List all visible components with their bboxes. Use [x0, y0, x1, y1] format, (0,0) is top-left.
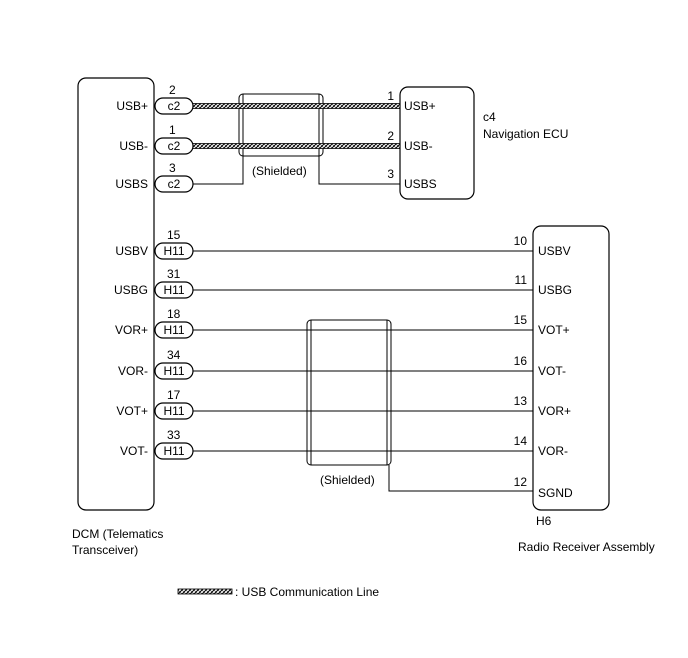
dcm-h11-5-connector [154, 402, 194, 420]
dcm-pin: 15 [167, 228, 181, 242]
nav-signal: USB+ [404, 99, 436, 113]
dcm-pin: 18 [167, 307, 181, 321]
dcm-signal: VOT+ [116, 404, 148, 418]
dcm-c2-3-connector-label: c2 [168, 177, 181, 191]
dcm-h11-1-connector [154, 242, 194, 260]
radio-pin: 14 [514, 434, 528, 448]
dcm-h11-3-connector-label: H11 [163, 323, 184, 337]
legend-text: : USB Communication Line [235, 585, 379, 599]
sgnd-wire: 12 SGND [388, 465, 573, 500]
usb-shield-label: (Shielded) [252, 164, 307, 178]
dcm-c2-2-connector [154, 137, 194, 155]
radio-signal: VOR- [538, 444, 568, 458]
radio-signal: USBG [538, 283, 572, 297]
dcm-h11-6-connector-label: H11 [163, 444, 184, 458]
dcm-signal: USBV [115, 244, 148, 258]
nav-pin: 1 [387, 89, 394, 103]
dcm-pin: 34 [167, 348, 181, 362]
dcm-h11-6-connector [154, 442, 194, 460]
radio-pin: 15 [514, 313, 528, 327]
dcm-c2-1-connector-label: c2 [168, 99, 181, 113]
radio-signal: VOT- [538, 364, 566, 378]
usb-braided-line [192, 143, 401, 149]
dcm-h11-4-connector [154, 362, 194, 380]
radio-shield-label: (Shielded) [320, 473, 375, 487]
nav-signal: USBS [404, 177, 437, 191]
radio-receiver-box [532, 225, 610, 511]
dcm-c2-2-connector-label: c2 [168, 139, 181, 153]
dcm-signal: VOR- [118, 364, 148, 378]
usb-braided-line [192, 103, 401, 109]
usbs-drain-left [193, 156, 244, 185]
radio-code: H6 [536, 514, 552, 528]
dcm-pin: 17 [167, 388, 181, 402]
dcm-pin: 33 [167, 428, 181, 442]
nav-ecu-label: Navigation ECU [483, 127, 568, 141]
legend: : USB Communication Line [177, 585, 379, 599]
radio-pin: 11 [515, 273, 528, 287]
nav-signal: USB- [404, 139, 433, 153]
nav-ecu-code: c4 [483, 110, 496, 124]
navigation-ecu-box [399, 86, 475, 200]
dcm-signal: USB- [119, 139, 148, 153]
radio-pin: 16 [514, 354, 528, 368]
dcm-pin: 1 [169, 123, 176, 137]
usbs-drain-right [318, 156, 400, 185]
radio-shield: (Shielded) [306, 319, 392, 487]
dcm-h11-3-connector [154, 321, 194, 339]
nav-pin: 2 [387, 129, 394, 143]
radio-signal: VOR+ [538, 404, 571, 418]
radio-pin: 13 [514, 394, 528, 408]
dcm-signal: VOT- [120, 444, 148, 458]
sgnd-radio-pin: 12 [514, 475, 528, 489]
dcm-h11-2-connector-label: H11 [163, 283, 184, 297]
dcm-h11-5-connector-label: H11 [163, 404, 184, 418]
dcm-label-line2: Transceiver) [72, 543, 138, 557]
dcm-signal: USB+ [116, 99, 148, 113]
radio-signal: USBV [538, 244, 571, 258]
radio-label: Radio Receiver Assembly [518, 540, 655, 554]
dcm-signal: USBS [115, 177, 148, 191]
usb-line-swatch [177, 588, 233, 595]
sgnd-radio-signal: SGND [538, 486, 573, 500]
radio-wires: H1115USBV10USBVH1131USBG11USBGH1118VOR+1… [114, 228, 572, 460]
radio-signal: VOT+ [538, 323, 570, 337]
dcm-pin: 2 [169, 83, 176, 97]
dcm-h11-4-connector-label: H11 [163, 364, 184, 378]
dcm-signal: USBG [114, 283, 148, 297]
dcm-c2-3-connector [154, 175, 194, 193]
dcm-label-line1: DCM (Telematics [72, 527, 163, 541]
dcm-h11-1-connector-label: H11 [163, 244, 184, 258]
radio-pin: 10 [514, 234, 528, 248]
dcm-pin: 31 [167, 267, 181, 281]
dcm-c2-1-connector [154, 97, 194, 115]
dcm-pin: 3 [169, 161, 176, 175]
dcm-h11-2-connector [154, 281, 194, 299]
dcm-signal: VOR+ [115, 323, 148, 337]
nav-pin: 3 [387, 167, 394, 181]
dcm-box [77, 77, 155, 511]
